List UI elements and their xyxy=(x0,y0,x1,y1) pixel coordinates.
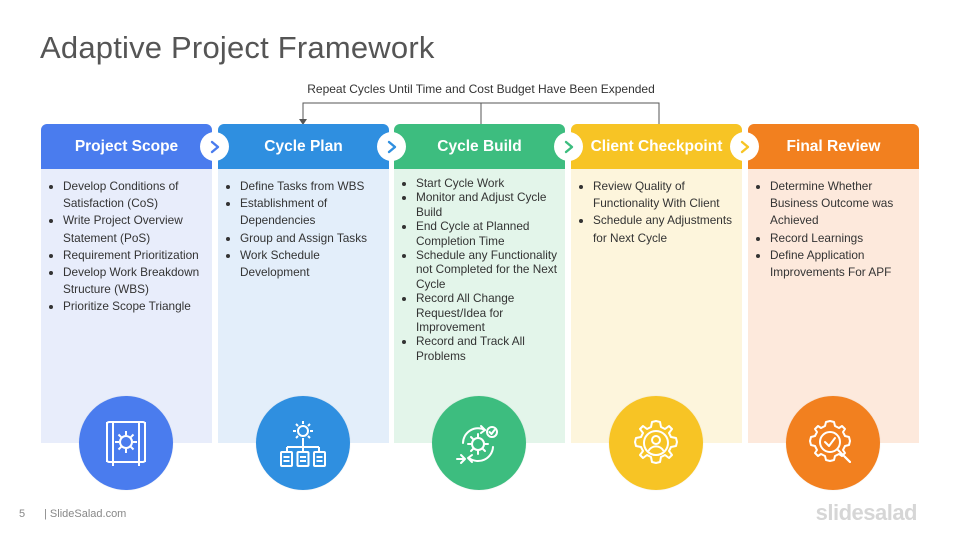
list-item: Record and Track All Problems xyxy=(416,334,557,363)
list-item: Define Application Improvements For APF xyxy=(770,247,911,281)
column-header: Cycle Build xyxy=(394,124,565,169)
blueprint-gear-icon xyxy=(79,396,173,490)
chevron-right-icon xyxy=(554,132,583,161)
list-item: Review Quality of Functionality With Cli… xyxy=(593,178,734,212)
list-item: Define Tasks from WBS xyxy=(240,178,381,195)
column-header: Client Checkpoint xyxy=(571,124,742,169)
list-item: Develop Conditions of Satisfaction (CoS) xyxy=(63,178,204,212)
chevron-right-icon xyxy=(730,132,759,161)
chevron-right-icon xyxy=(377,132,406,161)
column-header: Project Scope xyxy=(41,124,212,169)
list-item: Work Schedule Development xyxy=(240,247,381,281)
list-item: Schedule any Adjustments for Next Cycle xyxy=(593,212,734,246)
list-item: Record All Change Request/Idea for Impro… xyxy=(416,291,557,334)
list-item: Prioritize Scope Triangle xyxy=(63,298,204,315)
column-title: Cycle Build xyxy=(437,137,522,155)
column-title: Client Checkpoint xyxy=(590,137,723,155)
list-item: Start Cycle Work xyxy=(416,176,557,190)
list-item: Group and Assign Tasks xyxy=(240,230,381,247)
gear-check-search-icon xyxy=(786,396,880,490)
column-client-checkpoint: Client Checkpoint Review Quality of Func… xyxy=(571,124,742,443)
footer-site: | SlideSalad.com xyxy=(44,508,127,520)
user-gear-icon xyxy=(609,396,703,490)
chevron-right-icon xyxy=(200,132,229,161)
list-item: Establishment of Dependencies xyxy=(240,195,381,229)
list-item: Determine Whether Business Outcome was A… xyxy=(770,178,911,230)
repeat-cycles-label: Repeat Cycles Until Time and Cost Budget… xyxy=(307,82,655,96)
column-header: Cycle Plan xyxy=(218,124,389,169)
column-title: Final Review xyxy=(786,137,881,155)
list-item: Record Learnings xyxy=(770,230,911,247)
column-title: Cycle Plan xyxy=(264,137,343,155)
list-item: Develop Work Breakdown Structure (WBS) xyxy=(63,264,204,298)
list-item: Monitor and Adjust Cycle Build xyxy=(416,190,557,219)
list-item: Requirement Prioritization xyxy=(63,247,204,264)
list-item: Schedule any Functionality not Completed… xyxy=(416,248,557,291)
cycle-gear-icon xyxy=(432,396,526,490)
workflow-gear-icon xyxy=(256,396,350,490)
slide-title: Adaptive Project Framework xyxy=(40,30,435,65)
column-header: Final Review xyxy=(748,124,919,169)
column-title: Project Scope xyxy=(74,137,179,155)
brand-logo: slidesalad xyxy=(815,500,918,525)
page-number: 5 xyxy=(19,508,26,520)
list-item: Write Project Overview Statement (PoS) xyxy=(63,212,204,246)
list-item: End Cycle at Planned Completion Time xyxy=(416,219,557,248)
